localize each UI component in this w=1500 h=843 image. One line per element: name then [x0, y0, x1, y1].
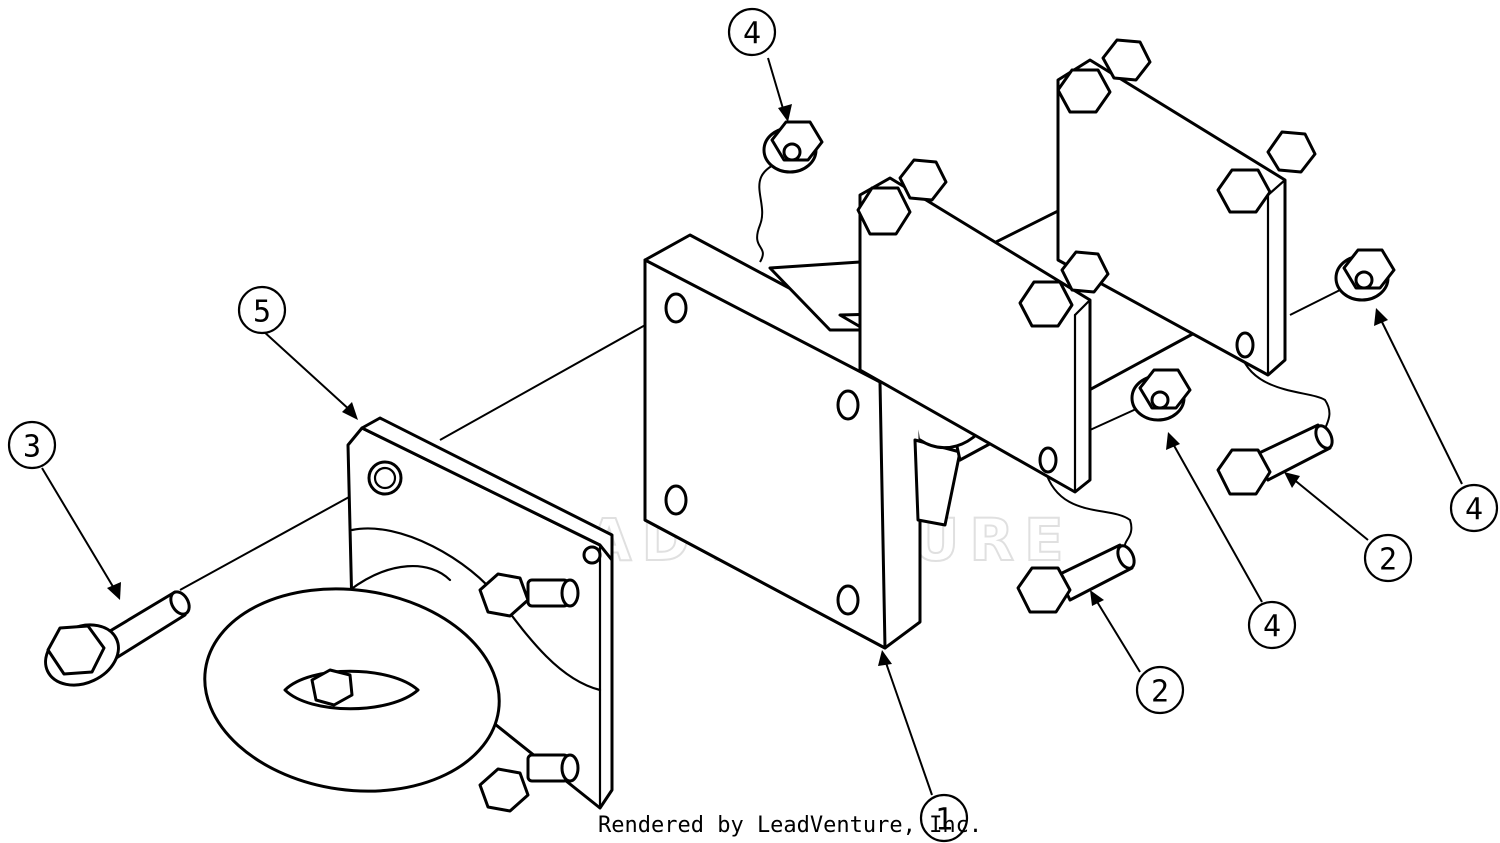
callout-5: 5 — [237, 285, 287, 335]
callout-4-right: 4 — [1449, 483, 1499, 533]
callout-1-label: 1 — [935, 803, 953, 838]
callout-5-label: 5 — [253, 295, 271, 330]
callout-2-lower-label: 2 — [1151, 675, 1169, 710]
callout-2-upper-label: 2 — [1379, 543, 1397, 578]
flange-bolt-part-3 — [44, 590, 191, 687]
axle-tube-assembly — [858, 58, 1287, 494]
flange-nut-middle — [1130, 368, 1192, 422]
tow-hitch-bracket — [203, 416, 614, 813]
callout-4-top: 4 — [727, 7, 777, 57]
assembly-lines — [179, 159, 1351, 591]
mounting-plate-part-1 — [643, 233, 964, 650]
hex-bolt-lower — [1016, 543, 1136, 614]
callout-4-right-label: 4 — [1465, 493, 1483, 528]
callout-leaders — [41, 57, 1463, 796]
callout-1: 1 — [919, 793, 969, 843]
render-credit: Rendered by LeadVenture, Inc. — [598, 813, 982, 838]
hex-bolt-upper — [1216, 423, 1334, 496]
callout-3-label: 3 — [23, 430, 41, 465]
callout-3: 3 — [7, 420, 57, 470]
flange-bolt-heads — [856, 38, 1317, 328]
callout-2-lower: 2 — [1135, 665, 1185, 715]
flange-nut-top — [762, 120, 824, 174]
flange-nut-right — [1334, 248, 1396, 302]
callout-4-middle: 4 — [1247, 600, 1297, 650]
callout-4-middle-label: 4 — [1263, 610, 1281, 645]
callout-2-upper: 2 — [1363, 533, 1413, 583]
callout-4-top-label: 4 — [743, 17, 761, 52]
